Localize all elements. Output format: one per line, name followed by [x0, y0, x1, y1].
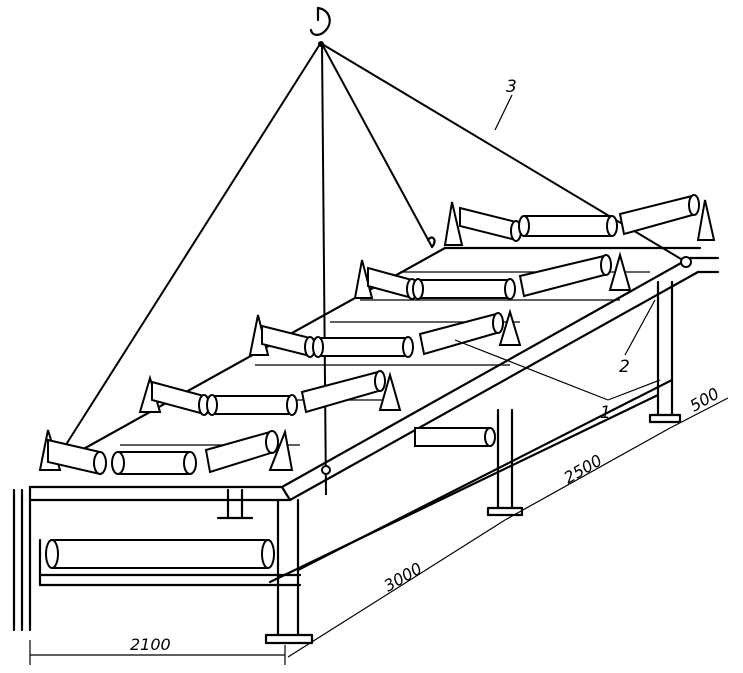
dimension-lines: [29, 397, 729, 665]
callout-idlers-label: 1: [600, 403, 611, 423]
idler-set-5: [443, 194, 716, 246]
frame-legs: [12, 280, 682, 645]
attachment-rear: [680, 256, 692, 268]
sling-rope-front-left: [54, 43, 321, 463]
dim-width-2100: 2100: [130, 635, 171, 654]
callout-sling-label: 3: [506, 77, 517, 97]
sling-rope-mid: [321, 43, 433, 248]
return-idler: [45, 427, 496, 569]
idler-set-3: [248, 308, 522, 358]
idler-set-2: [138, 370, 402, 416]
attachment-hook-mid: [426, 236, 436, 249]
callout-frame-label: 2: [619, 357, 630, 377]
dim-length-2500: 2500: [561, 451, 606, 488]
crane-hook-icon: [309, 6, 331, 47]
idler-set-1: [38, 428, 294, 476]
sling-attachments: [321, 236, 692, 475]
sling-rope-front-center: [321, 43, 327, 496]
dim-length-3000: 3000: [381, 559, 426, 596]
attachment-front: [321, 465, 331, 475]
idler-set-4: [353, 251, 632, 300]
callout-leaders: [454, 94, 661, 401]
